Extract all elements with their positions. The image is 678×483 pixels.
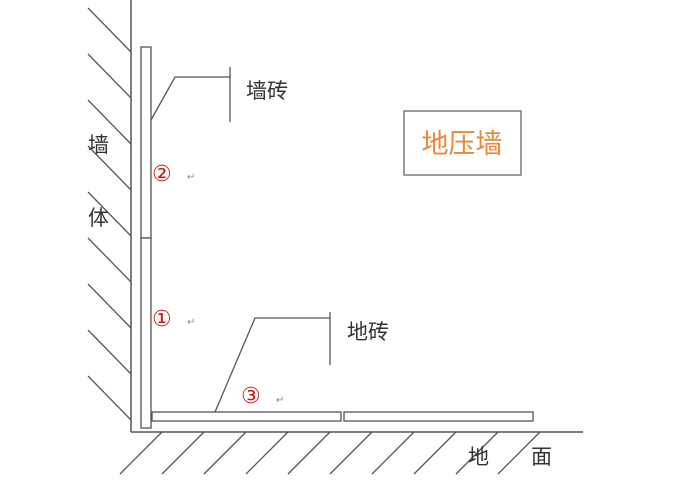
wall-tile-label: 墙砖 [246,79,288,103]
return-mark: ↵ [187,317,195,328]
hatch-line [87,7,132,53]
wall-hatching [87,7,132,421]
hatch-line [161,431,205,475]
hatch-line [87,53,132,99]
floor-tile-right [343,411,534,422]
wall-label-2: 体 [88,206,109,230]
wall-tile-lower [140,237,152,429]
hatch-line [203,431,247,475]
title-box-text: 地压墙 [422,129,503,160]
marker-1: ① [152,307,172,332]
hatch-line [119,431,163,475]
title-box [403,110,522,176]
hatch-line [497,431,541,475]
return-mark: ↵ [276,395,284,406]
floor-tile-label: 地砖 [347,320,389,344]
hatch-line [87,283,132,329]
hatch-line [87,191,132,237]
wall-tile-upper [140,46,152,239]
marker-2: ② [152,162,172,187]
return-mark: ↵ [187,172,195,183]
floor-tile-leader [214,317,330,413]
ground-hatching [119,431,541,475]
hatch-line [413,431,457,475]
hatch-line [87,329,132,375]
floor-tile-left [151,411,342,422]
hatch-line [455,431,499,475]
hatch-line [87,145,132,191]
wall-tile-leader [150,76,230,121]
hatch-line [371,431,415,475]
ground-label-2: 面 [531,445,552,469]
hatch-line [245,431,289,475]
hatch-line [287,431,331,475]
hatch-line [87,375,132,421]
hatch-line [87,99,132,145]
wall-label-1: 墙 [88,133,109,157]
hatch-line [87,237,132,283]
marker-3: ③ [241,384,261,409]
hatch-line [329,431,373,475]
ground-label-1: 地 [468,445,489,469]
